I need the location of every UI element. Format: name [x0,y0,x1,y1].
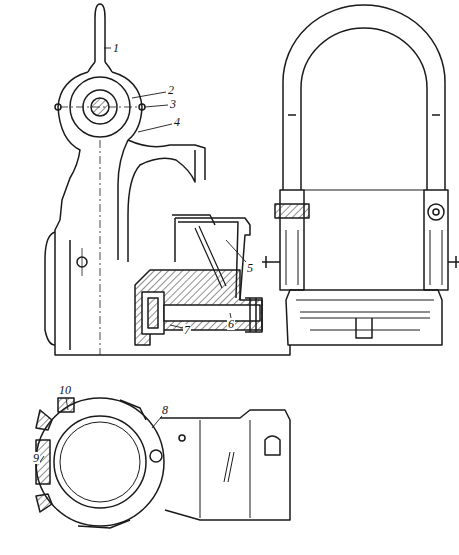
callout-number: 9 [32,452,40,464]
valve-stem [164,305,260,321]
lock-bolt [58,398,74,412]
latch [172,215,215,225]
seal-ring [148,298,158,328]
pivot [428,204,444,220]
callout-number: 4 [173,116,181,128]
leader-lines [40,48,246,462]
cross-pin [275,204,309,218]
body-inner-line [70,215,128,350]
callout-number: 3 [169,98,177,110]
side-bolt [262,256,459,268]
end-housing [160,410,290,520]
center-lug [356,318,372,338]
side-pin [150,450,162,462]
loop-band [288,114,440,116]
handle-root [88,62,112,72]
callout-number: 10 [58,384,72,396]
nut [245,298,262,332]
window [265,436,280,455]
handle [95,4,105,62]
callout-number: 5 [246,262,254,274]
body-outline [55,220,290,355]
seal-cup [142,292,164,334]
hook [118,140,205,215]
nozzle-section [135,270,262,345]
callout-number: 2 [167,84,175,96]
callout-number: 6 [227,318,235,330]
lug [78,400,146,528]
lower-housing [286,290,442,345]
callout-number: 8 [161,404,169,416]
callout-number: 1 [112,42,120,54]
pivot-center [433,209,439,215]
loop-handle [283,5,445,190]
plate [45,232,55,345]
spring [224,452,234,482]
ear-pin [139,104,145,110]
coupling-bore [54,416,146,508]
callout-number: 7 [183,324,191,336]
